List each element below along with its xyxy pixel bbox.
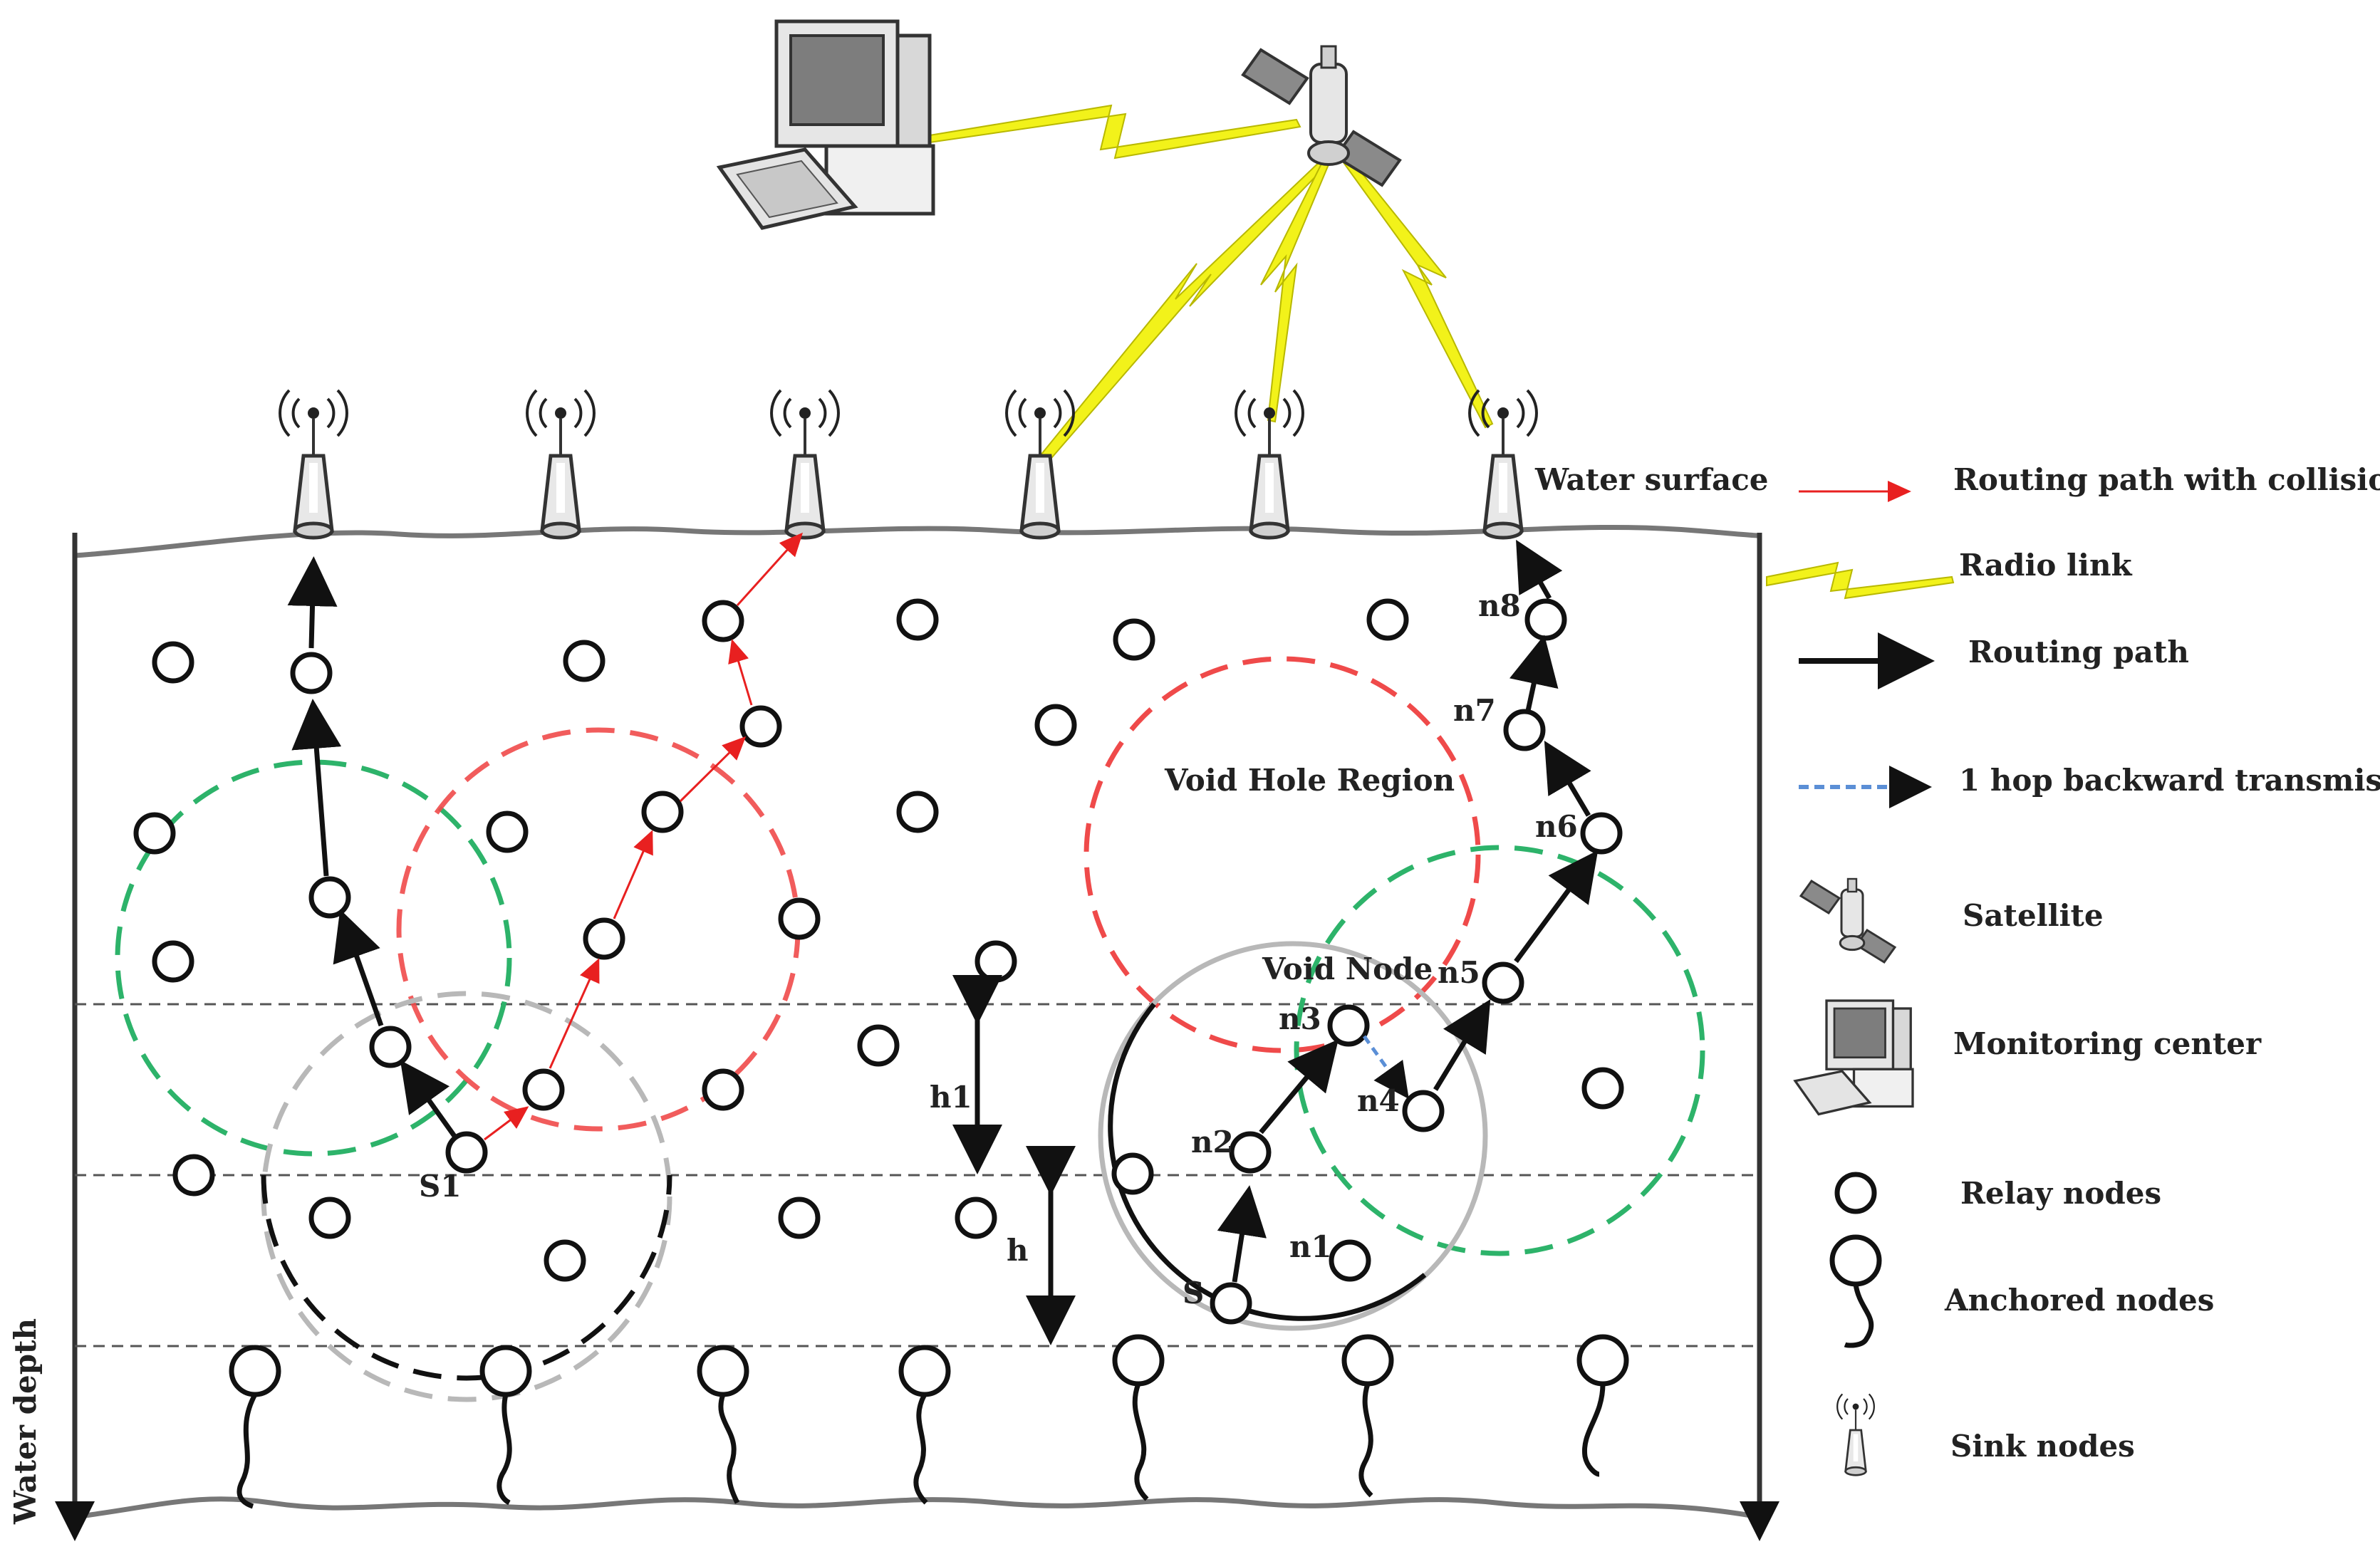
- green-range-right: [1294, 845, 1705, 1256]
- label-water-surface: Water surface: [1534, 462, 1769, 497]
- legend-anchored-label: Anchored nodes: [1944, 1283, 2214, 1318]
- green-range-left: [115, 759, 512, 1157]
- radio-link-sink-6: [1338, 152, 1494, 429]
- legend-radio-link-label: Radio link: [1959, 548, 2132, 583]
- void-hole-region-circle: [1084, 656, 1481, 1053]
- label-n4: n4: [1357, 1083, 1400, 1118]
- legend-sink-label: Sink nodes: [1950, 1429, 2135, 1464]
- routing-path-collision: [484, 532, 804, 1141]
- backward-transmission: [1362, 1035, 1409, 1100]
- label-n1: n1: [1289, 1229, 1332, 1264]
- label-h: h: [1007, 1233, 1029, 1268]
- label-water-depth: Water depth: [8, 1318, 43, 1525]
- depth-arrows: [952, 975, 1076, 1345]
- label-n7: n7: [1453, 693, 1496, 728]
- routing-path-left: [287, 556, 458, 1140]
- monitoring-center-computer: [716, 19, 935, 230]
- legend-monitoring-center-icon: [1793, 999, 1914, 1116]
- grey-range-right: [1098, 941, 1488, 1331]
- legend-radio-link-icon: [1766, 561, 1955, 600]
- label-void-node: Void Node: [1262, 952, 1433, 986]
- legend-anchored-node-icon: [1829, 1234, 1882, 1287]
- legend-sink-node-icon: [1836, 1393, 1876, 1476]
- legend-backward-label: 1 hop backward transmission: [1959, 763, 2380, 798]
- legend-monitoring-label: Monitoring center: [1953, 1026, 2262, 1061]
- label-s1: S1: [419, 1169, 462, 1204]
- relay-nodes: [133, 598, 1624, 1325]
- label-void-hole-region: Void Hole Region: [1164, 763, 1455, 798]
- legend-relay-label: Relay nodes: [1960, 1176, 2161, 1211]
- legend-routing-label: Routing path: [1968, 635, 2189, 669]
- label-n6: n6: [1535, 809, 1578, 844]
- radio-link-monitor: [929, 104, 1301, 160]
- routing-path-right: [1217, 539, 1599, 1283]
- grey-range-left: [261, 991, 672, 1402]
- legend-satellite-label: Satellite: [1963, 898, 2104, 933]
- water-surface-line: [74, 524, 1760, 558]
- satellite: [1241, 45, 1402, 187]
- legend: Routing path with collision Radio link R…: [1799, 462, 2380, 1476]
- legend-satellite-icon: [1799, 877, 1897, 964]
- label-n5: n5: [1438, 955, 1480, 990]
- radio-links: [929, 104, 1494, 464]
- seabed-line: [74, 1496, 1760, 1520]
- depth-layer-lines: [75, 1003, 1760, 1347]
- label-s: S: [1183, 1276, 1204, 1310]
- sink-nodes: [280, 390, 1537, 538]
- black-range-right: [1108, 1002, 1427, 1321]
- label-n8: n8: [1478, 588, 1521, 623]
- label-h1: h1: [930, 1080, 972, 1115]
- anchored-nodes: [232, 1337, 1626, 1509]
- legend-relay-node-icon: [1834, 1172, 1877, 1214]
- label-n2: n2: [1191, 1125, 1234, 1159]
- range-circles: [115, 656, 1705, 1402]
- black-range-left: [261, 1174, 672, 1381]
- label-n3: n3: [1279, 1001, 1321, 1036]
- legend-collision-label: Routing path with collision: [1953, 462, 2380, 497]
